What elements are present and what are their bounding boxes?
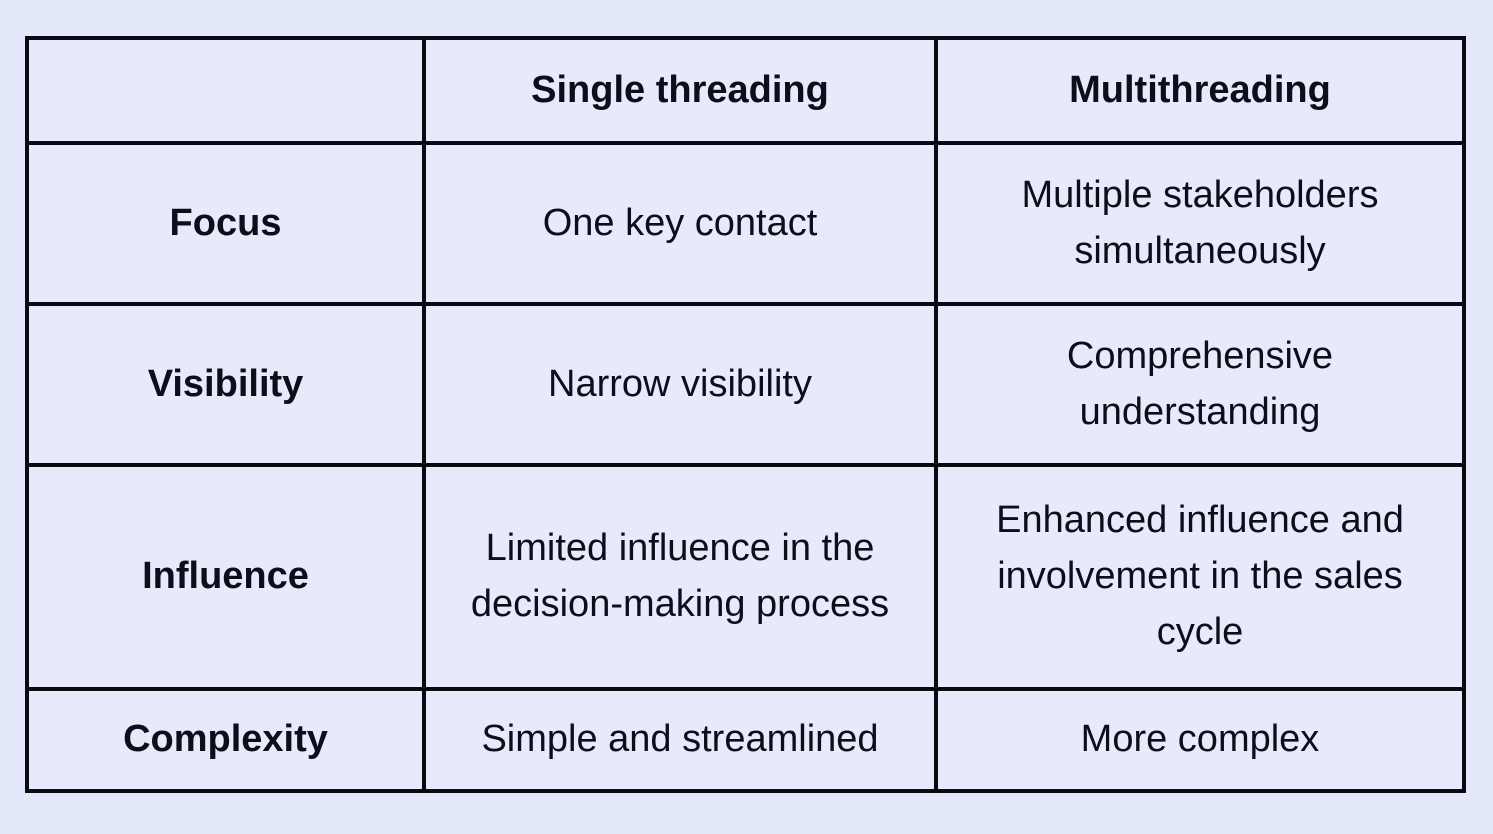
table-header-row: Single threading Multithreading (25, 36, 1466, 145)
row-label-focus: Focus (25, 141, 426, 306)
cell-visibility-single-threading: Narrow visibility (422, 302, 938, 467)
cell-visibility-multithreading: Comprehensive understanding (934, 302, 1466, 467)
corner-cell (25, 36, 426, 145)
row-label-influence: Influence (25, 463, 426, 691)
cell-focus-multithreading: Multiple stakeholders simultaneously (934, 141, 1466, 306)
row-label-visibility: Visibility (25, 302, 426, 467)
column-header-multithreading: Multithreading (934, 36, 1466, 145)
table-row-influence: Influence Limited influence in the decis… (25, 463, 1466, 691)
cell-influence-multithreading: Enhanced influence and involvement in th… (934, 463, 1466, 691)
cell-influence-single-threading: Limited influence in the decision-making… (422, 463, 938, 691)
cell-focus-single-threading: One key contact (422, 141, 938, 306)
column-header-single-threading: Single threading (422, 36, 938, 145)
cell-complexity-multithreading: More complex (934, 687, 1466, 793)
cell-complexity-single-threading: Simple and streamlined (422, 687, 938, 793)
row-label-complexity: Complexity (25, 687, 426, 793)
table-row-focus: Focus One key contact Multiple stakehold… (25, 141, 1466, 306)
table-row-visibility: Visibility Narrow visibility Comprehensi… (25, 302, 1466, 467)
table-row-complexity: Complexity Simple and streamlined More c… (25, 687, 1466, 793)
comparison-table: Single threading Multithreading Focus On… (25, 36, 1466, 793)
